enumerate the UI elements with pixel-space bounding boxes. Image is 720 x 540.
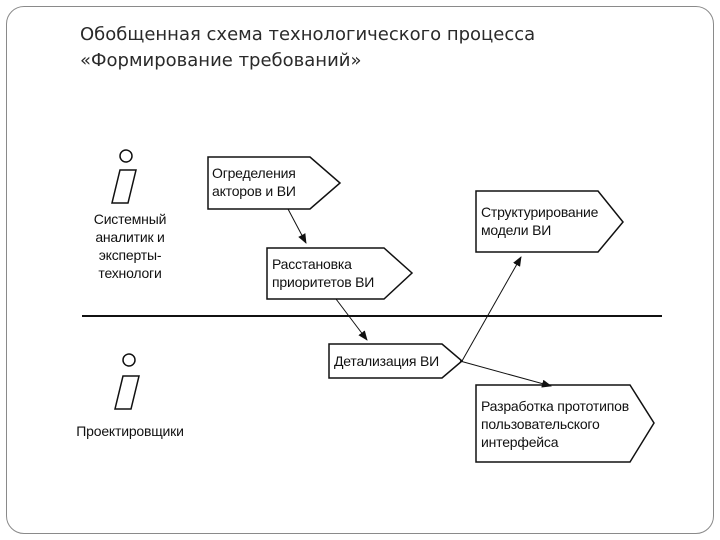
designer-actor-label: Проектировщики [76,423,184,439]
analyst-actor-label: Системный аналитик и эксперты- технологи [93,211,167,281]
title-line-2: «Формирование требований» [80,50,362,71]
arrow-detail-to-structure [461,256,522,362]
step-define-shape [207,156,342,210]
title-line-1: Обобщенная схема технологического процес… [80,24,536,45]
slide-title: Обобщенная схема технологического процес… [80,22,535,74]
step-detail-shape [328,343,464,379]
step-prototype-label: Разработка прототипов пользовательского … [481,398,629,450]
arrow-define-to-prioritize [287,208,307,244]
step-define-label: Огределения акторов и ВИ [212,165,296,199]
step-prioritize-shape [266,247,414,300]
designer-actor-icon [114,353,140,410]
step-prototype-shape [475,384,655,463]
step-structure-label: Структурирование модели ВИ [481,204,599,238]
arrow-prioritize-to-detail [335,298,368,341]
step-detail-label: Детализация ВИ [334,353,439,369]
analyst-actor-icon [111,149,137,204]
step-prioritize-label: Расстановка приоритетов ВИ [272,256,375,290]
arrow-detail-to-prototype [459,360,552,388]
step-structure-shape [475,190,624,253]
